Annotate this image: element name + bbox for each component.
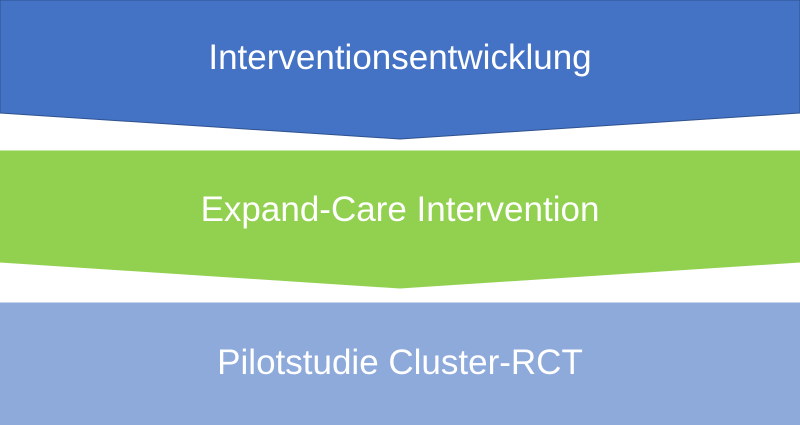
step-3-block	[0, 302, 800, 425]
step-3-label: Pilotstudie Cluster-RCT	[217, 343, 583, 382]
step-2-label: Expand-Care Intervention	[200, 190, 600, 229]
step-2-chevron	[0, 150, 800, 289]
step-1-label: Interventionsentwicklung	[208, 38, 592, 77]
step-1-chevron	[0, 0, 800, 140]
